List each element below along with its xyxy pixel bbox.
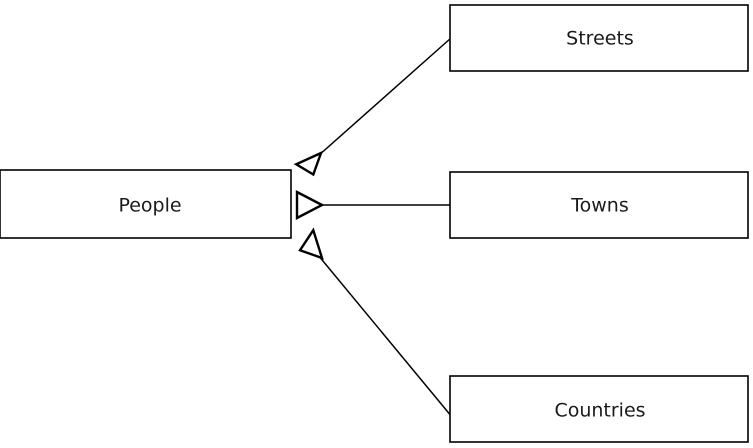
node-towns-box[interactable]	[449, 171, 749, 239]
edge-people-streets[interactable]	[317, 37, 452, 157]
arrowhead-people-countries-icon	[298, 227, 324, 260]
node-people[interactable]: People	[0, 169, 292, 239]
node-people-label: People	[118, 195, 181, 217]
arrowhead-people-towns-icon	[295, 190, 325, 220]
node-towns-label: Towns	[570, 195, 628, 217]
node-countries[interactable]: Countries	[449, 375, 749, 443]
edge-group	[317, 37, 453, 418]
node-streets-label: Streets	[566, 28, 634, 50]
node-people-box[interactable]	[0, 169, 292, 239]
node-countries-box[interactable]	[449, 375, 749, 443]
node-towns[interactable]: Towns	[449, 171, 749, 239]
node-streets-box[interactable]	[449, 4, 749, 72]
arrowhead-group	[293, 150, 325, 260]
node-group: People Streets Towns Countries	[0, 4, 749, 443]
edge-people-countries[interactable]	[317, 254, 453, 418]
node-countries-label: Countries	[554, 400, 645, 422]
arrowhead-people-streets-icon	[293, 150, 324, 177]
node-streets[interactable]: Streets	[449, 4, 749, 72]
